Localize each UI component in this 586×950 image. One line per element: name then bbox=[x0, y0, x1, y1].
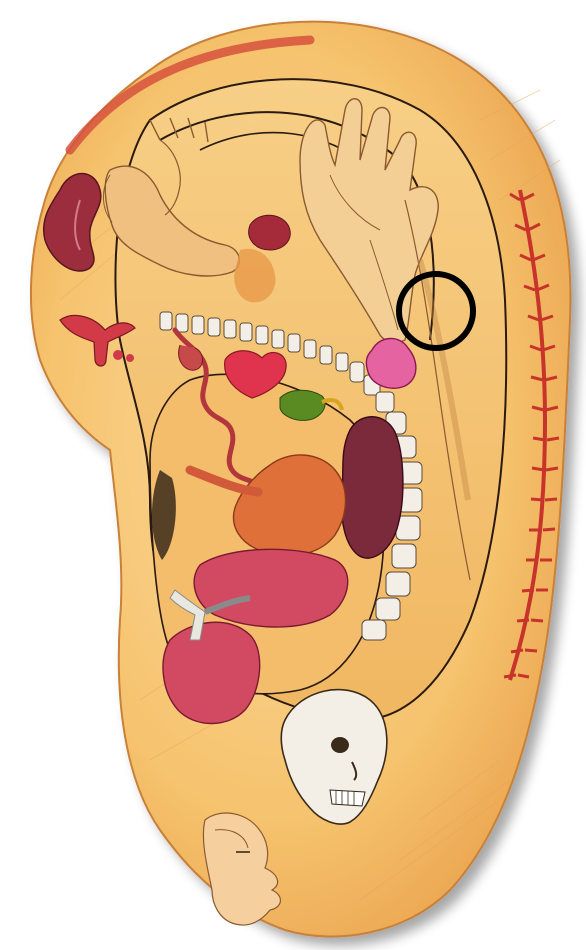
lung-lower bbox=[163, 622, 260, 723]
small-organ-top bbox=[249, 215, 291, 250]
liver bbox=[342, 417, 403, 558]
gallbladder bbox=[280, 390, 325, 420]
lung-upper bbox=[194, 549, 348, 627]
